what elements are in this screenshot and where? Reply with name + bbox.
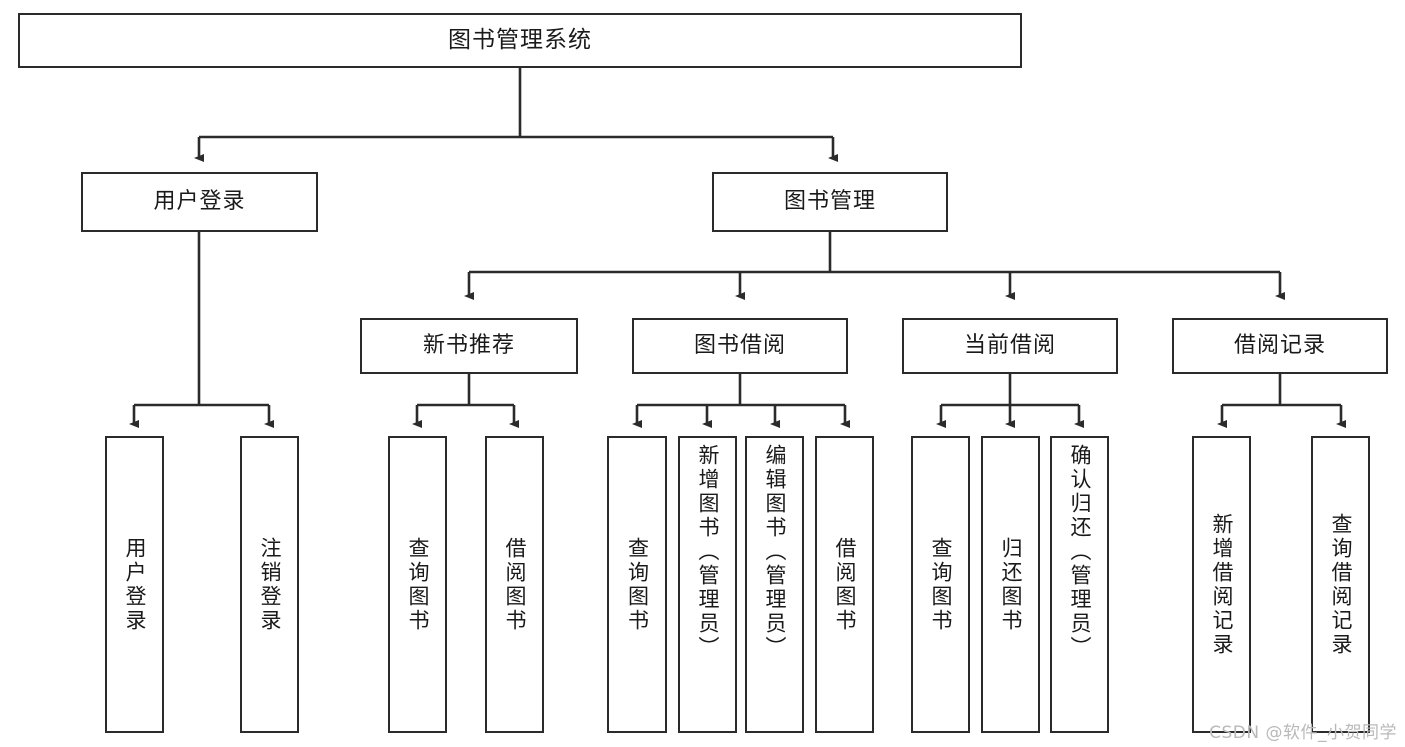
node-leaf-user-logout-label: 注销登录 bbox=[258, 536, 282, 633]
node-user-login-label: 用户登录 bbox=[153, 189, 246, 215]
node-leaf-user-login[interactable]: 用户登录 bbox=[105, 436, 164, 733]
node-leaf-current-return-book[interactable]: 归还图书 bbox=[981, 436, 1040, 733]
node-leaf-user-logout[interactable]: 注销登录 bbox=[240, 436, 299, 733]
node-leaf-rec-query-book[interactable]: 查询图书 bbox=[388, 436, 447, 733]
node-leaf-borrow-query-book-label: 查询图书 bbox=[625, 536, 650, 633]
node-borrow-record[interactable]: 借阅记录 bbox=[1172, 318, 1388, 374]
node-root-label: 图书管理系统 bbox=[448, 26, 592, 53]
node-current-borrow-label: 当前借阅 bbox=[963, 333, 1056, 359]
watermark-text: CSDN @软件_小贺同学 bbox=[1209, 723, 1397, 743]
node-leaf-rec-query-book-label: 查询图书 bbox=[406, 536, 430, 633]
node-leaf-borrow-lend-book-label: 借阅图书 bbox=[833, 536, 857, 633]
node-leaf-current-query-book-label: 查询图书 bbox=[929, 536, 953, 633]
node-leaf-user-login-label: 用户登录 bbox=[123, 536, 147, 633]
node-leaf-current-return-book-label: 归还图书 bbox=[999, 536, 1023, 633]
node-leaf-borrow-add-book-label: 新增图书（管理员） bbox=[696, 444, 720, 660]
node-current-borrow[interactable]: 当前借阅 bbox=[902, 318, 1118, 374]
node-borrow-record-label: 借阅记录 bbox=[1233, 333, 1326, 359]
node-leaf-current-query-book[interactable]: 查询图书 bbox=[911, 436, 970, 733]
node-leaf-current-confirm-return-label: 确认归还（管理员） bbox=[1068, 444, 1092, 660]
node-leaf-borrow-query-book[interactable]: 查询图书 bbox=[607, 436, 667, 733]
node-user-login[interactable]: 用户登录 bbox=[81, 172, 318, 232]
node-leaf-borrow-edit-book[interactable]: 编辑图书（管理员） bbox=[745, 436, 804, 733]
node-leaf-rec-borrow-book-label: 借阅图书 bbox=[503, 536, 527, 633]
node-leaf-record-search[interactable]: 查询借阅记录 bbox=[1311, 436, 1370, 733]
node-book-manage-label: 图书管理 bbox=[783, 189, 876, 215]
node-leaf-record-add[interactable]: 新增借阅记录 bbox=[1192, 436, 1251, 733]
node-leaf-borrow-lend-book[interactable]: 借阅图书 bbox=[815, 436, 874, 733]
node-leaf-borrow-edit-book-label: 编辑图书（管理员） bbox=[763, 444, 787, 660]
node-leaf-borrow-add-book[interactable]: 新增图书（管理员） bbox=[678, 436, 737, 733]
node-book-manage[interactable]: 图书管理 bbox=[712, 172, 948, 232]
node-leaf-record-search-label: 查询借阅记录 bbox=[1329, 512, 1353, 657]
node-new-book-recommend[interactable]: 新书推荐 bbox=[360, 318, 578, 374]
node-root[interactable]: 图书管理系统 bbox=[18, 13, 1022, 68]
node-new-book-recommend-label: 新书推荐 bbox=[422, 333, 515, 359]
node-leaf-record-add-label: 新增借阅记录 bbox=[1210, 512, 1234, 657]
node-book-borrow-label: 图书借阅 bbox=[693, 333, 786, 359]
node-leaf-rec-borrow-book[interactable]: 借阅图书 bbox=[485, 436, 544, 733]
node-leaf-current-confirm-return[interactable]: 确认归还（管理员） bbox=[1050, 436, 1109, 733]
node-book-borrow[interactable]: 图书借阅 bbox=[632, 318, 848, 374]
